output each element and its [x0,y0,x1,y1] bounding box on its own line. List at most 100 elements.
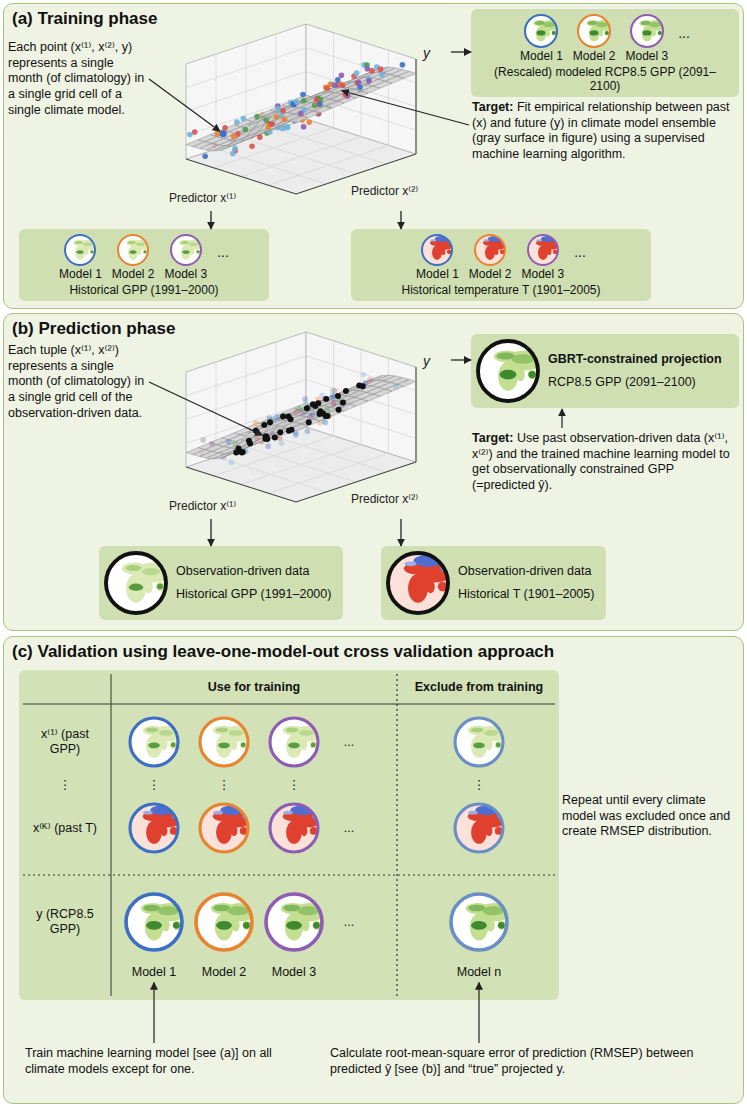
model-label: Model 2 [112,267,155,281]
globe-map-part [484,730,498,736]
globe-map [422,235,454,265]
globe-map [196,894,256,950]
box-caption: (Rescaled) modeled RCP8.5 GPP (2091–2100… [479,65,731,93]
globe-map [451,894,511,950]
text-column: Observation-driven dataHistorical GPP (1… [176,564,331,602]
data-points-part [231,133,237,139]
note-text-part: Target: [472,100,513,114]
data-points-part [293,432,299,438]
model-label: Model 1 [416,267,459,281]
data-points [202,69,387,159]
data-points-part [263,117,269,123]
globe-map-part [128,241,136,244]
data-points-part [303,399,309,405]
globe-ring [130,718,178,766]
globe-map-part [496,742,501,747]
globe-map [455,718,507,766]
data-points-part [331,401,337,407]
globe-map-part [225,822,233,829]
connector-arrow [210,211,211,229]
globe-map-part [473,742,485,748]
globe-map-part [295,736,303,743]
data-points-part [306,419,312,425]
globe-map-part [189,243,198,247]
surface-plot [151,329,451,519]
globe-map-part [483,239,489,241]
globe-map-part [498,922,505,929]
globe-ring [475,235,505,265]
globe-map-part [543,247,548,252]
globe-map [576,13,612,49]
model-item: Model 3 [165,233,208,281]
globe-map-part [146,821,162,844]
data-points-part [254,114,260,120]
globe-map-part [225,736,233,743]
axis-label: Predictor x⁽¹⁾ [169,191,236,205]
fitted-surface-part [289,116,308,123]
globe-ring [455,718,503,766]
table-cell: Model 1 [121,965,187,980]
plot-frame-part [186,341,416,494]
model-label: Model 2 [469,267,512,281]
globe-map-part [313,922,320,929]
note-text: Calculate root-mean-square error of pred… [330,1046,735,1077]
fitted-surface-part [241,121,260,134]
data-points-part [306,119,312,125]
globe-map-part [578,15,610,47]
globe-map-part [136,243,145,247]
globe-map-part [455,718,503,766]
globe-map-part [498,362,518,391]
data-points-part [269,121,275,127]
data-points-part [356,80,362,86]
globe-map [270,804,322,852]
data-points-part [393,384,399,390]
data-points-part [340,83,346,89]
table-cell: ... [337,915,361,930]
globe-map-part [143,811,153,815]
globe-map-part [433,246,443,260]
globe-map-part [589,26,600,41]
data-points-part [209,441,215,447]
axis-label: Predictor x⁽²⁾ [351,184,418,198]
globe-map-part [528,235,558,265]
globe-map [475,235,507,265]
globe-map-part [642,26,653,41]
data-points-part [360,383,366,389]
globe-map-part [631,15,663,47]
globe-map-part [471,821,487,844]
globe-map-part [658,31,662,35]
data-points-part [323,396,329,402]
data-points-part [300,92,306,98]
data-points-part [301,124,307,130]
globe-map-part [200,804,248,852]
leader-arrow [153,983,154,1044]
highlight-point [263,433,270,440]
data-points-part [343,92,349,98]
globe-map-part [491,247,496,252]
model-item: Model 1 [416,233,459,281]
table-cell: y (RCP8.5 GPP) [22,907,108,937]
globe-map-part [227,906,248,915]
globe-map-part [155,822,163,829]
data-points-part [331,401,337,407]
globe-map [420,233,454,267]
data-points-part [282,116,288,122]
model-item: Model 2 [573,13,616,63]
connector-arrow [400,211,401,229]
globe-map [118,235,150,265]
note-text: Each point (x⁽¹⁾, x⁽²⁾, y) represents a … [8,40,146,118]
data-points-part [298,111,304,117]
ellipsis: ... [574,244,586,260]
globe-map-part [500,370,517,380]
globe-map [63,233,97,267]
model-item: Model 2 [112,233,155,281]
globe-map-part [536,26,547,41]
globe-map [126,894,186,950]
globe-map [631,15,665,47]
data-points-part [254,435,260,441]
globe-map-part [182,250,189,254]
panel-heading: (a) Training phase [12,9,157,29]
data-points-part [310,401,316,407]
note-text: Each tuple (x⁽¹⁾, x⁽²⁾) represents a sin… [8,343,146,421]
